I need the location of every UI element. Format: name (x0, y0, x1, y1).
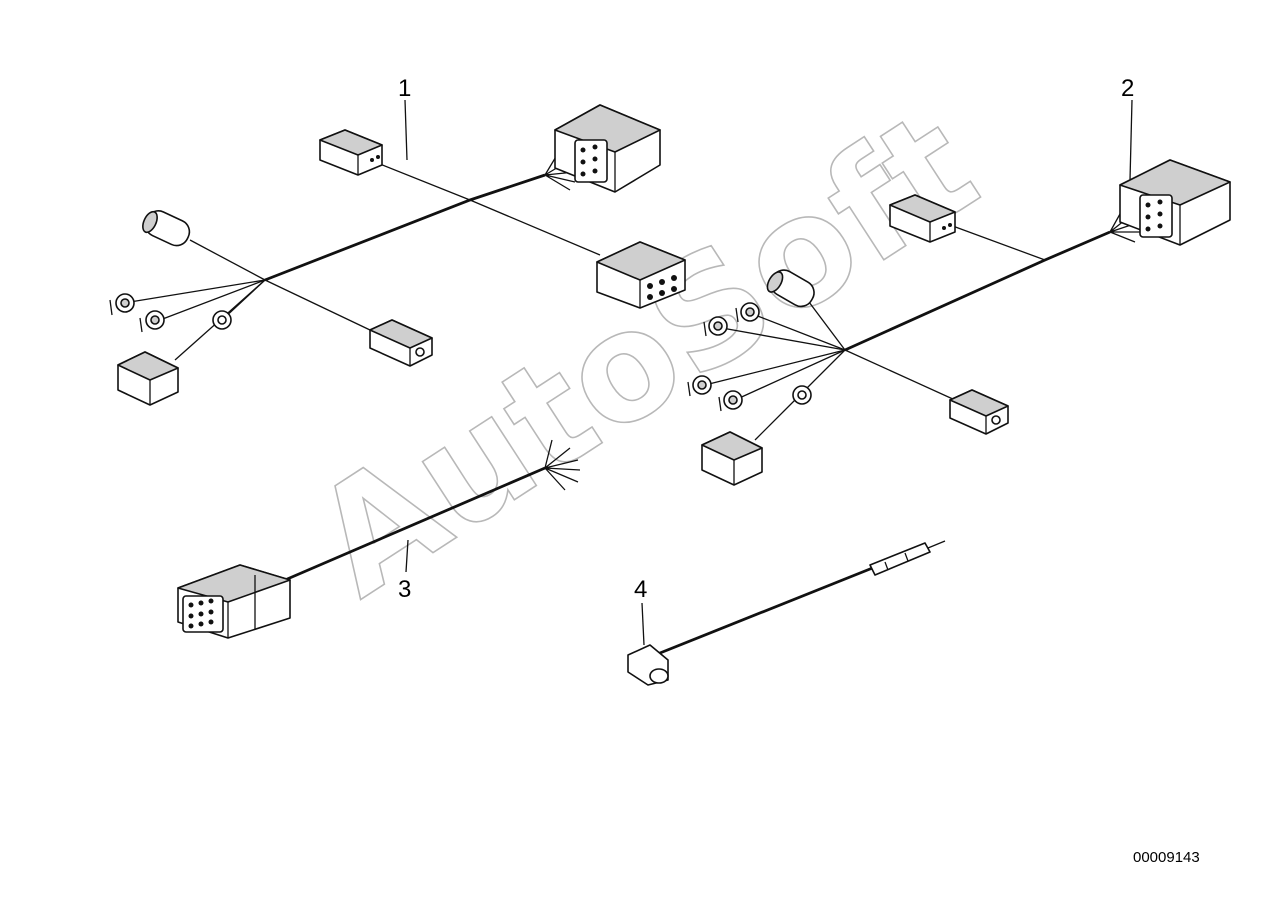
callout-3: 3 (398, 576, 411, 603)
callout-4: 4 (634, 576, 647, 603)
drawing-number: 00009143 (1133, 849, 1200, 866)
grommet (212, 310, 232, 330)
callout-1: 1 (398, 75, 411, 102)
antenna-plug-straight (869, 540, 946, 576)
connector-2pin-bottom (369, 319, 433, 367)
connector-8pin (596, 241, 686, 309)
bulb-4 (703, 316, 728, 337)
bulb-5 (687, 375, 712, 397)
callout-2-leader (1129, 99, 1133, 181)
bulb-2 (139, 310, 165, 333)
connector-2pin-top (319, 129, 383, 176)
connector-iso (177, 564, 291, 639)
bulb-3 (735, 302, 760, 323)
callout-1-leader (404, 99, 408, 161)
bulb-socket-2 (766, 269, 815, 308)
connector-multipin-large-2 (1119, 159, 1231, 246)
connector-2pin-bottom-2 (949, 389, 1009, 435)
harness-1: 1 (109, 75, 686, 406)
grommet-2 (792, 385, 812, 405)
antenna-plug-angled (627, 644, 669, 686)
bulb-6 (718, 390, 743, 412)
callout-3-leader (405, 539, 409, 573)
bulb-1 (109, 293, 135, 316)
bulb-socket (142, 210, 191, 247)
callout-4-leader (641, 602, 645, 646)
connector-square-2 (701, 431, 763, 486)
connector-2pin-top-2 (889, 194, 956, 243)
callout-2: 2 (1121, 75, 1134, 102)
harness-3: 3 (177, 439, 581, 639)
antenna-cable-4: 4 (627, 540, 946, 686)
harness-2: 2 (687, 75, 1231, 486)
connector-square (117, 351, 179, 406)
connector-multipin-large (554, 104, 661, 193)
